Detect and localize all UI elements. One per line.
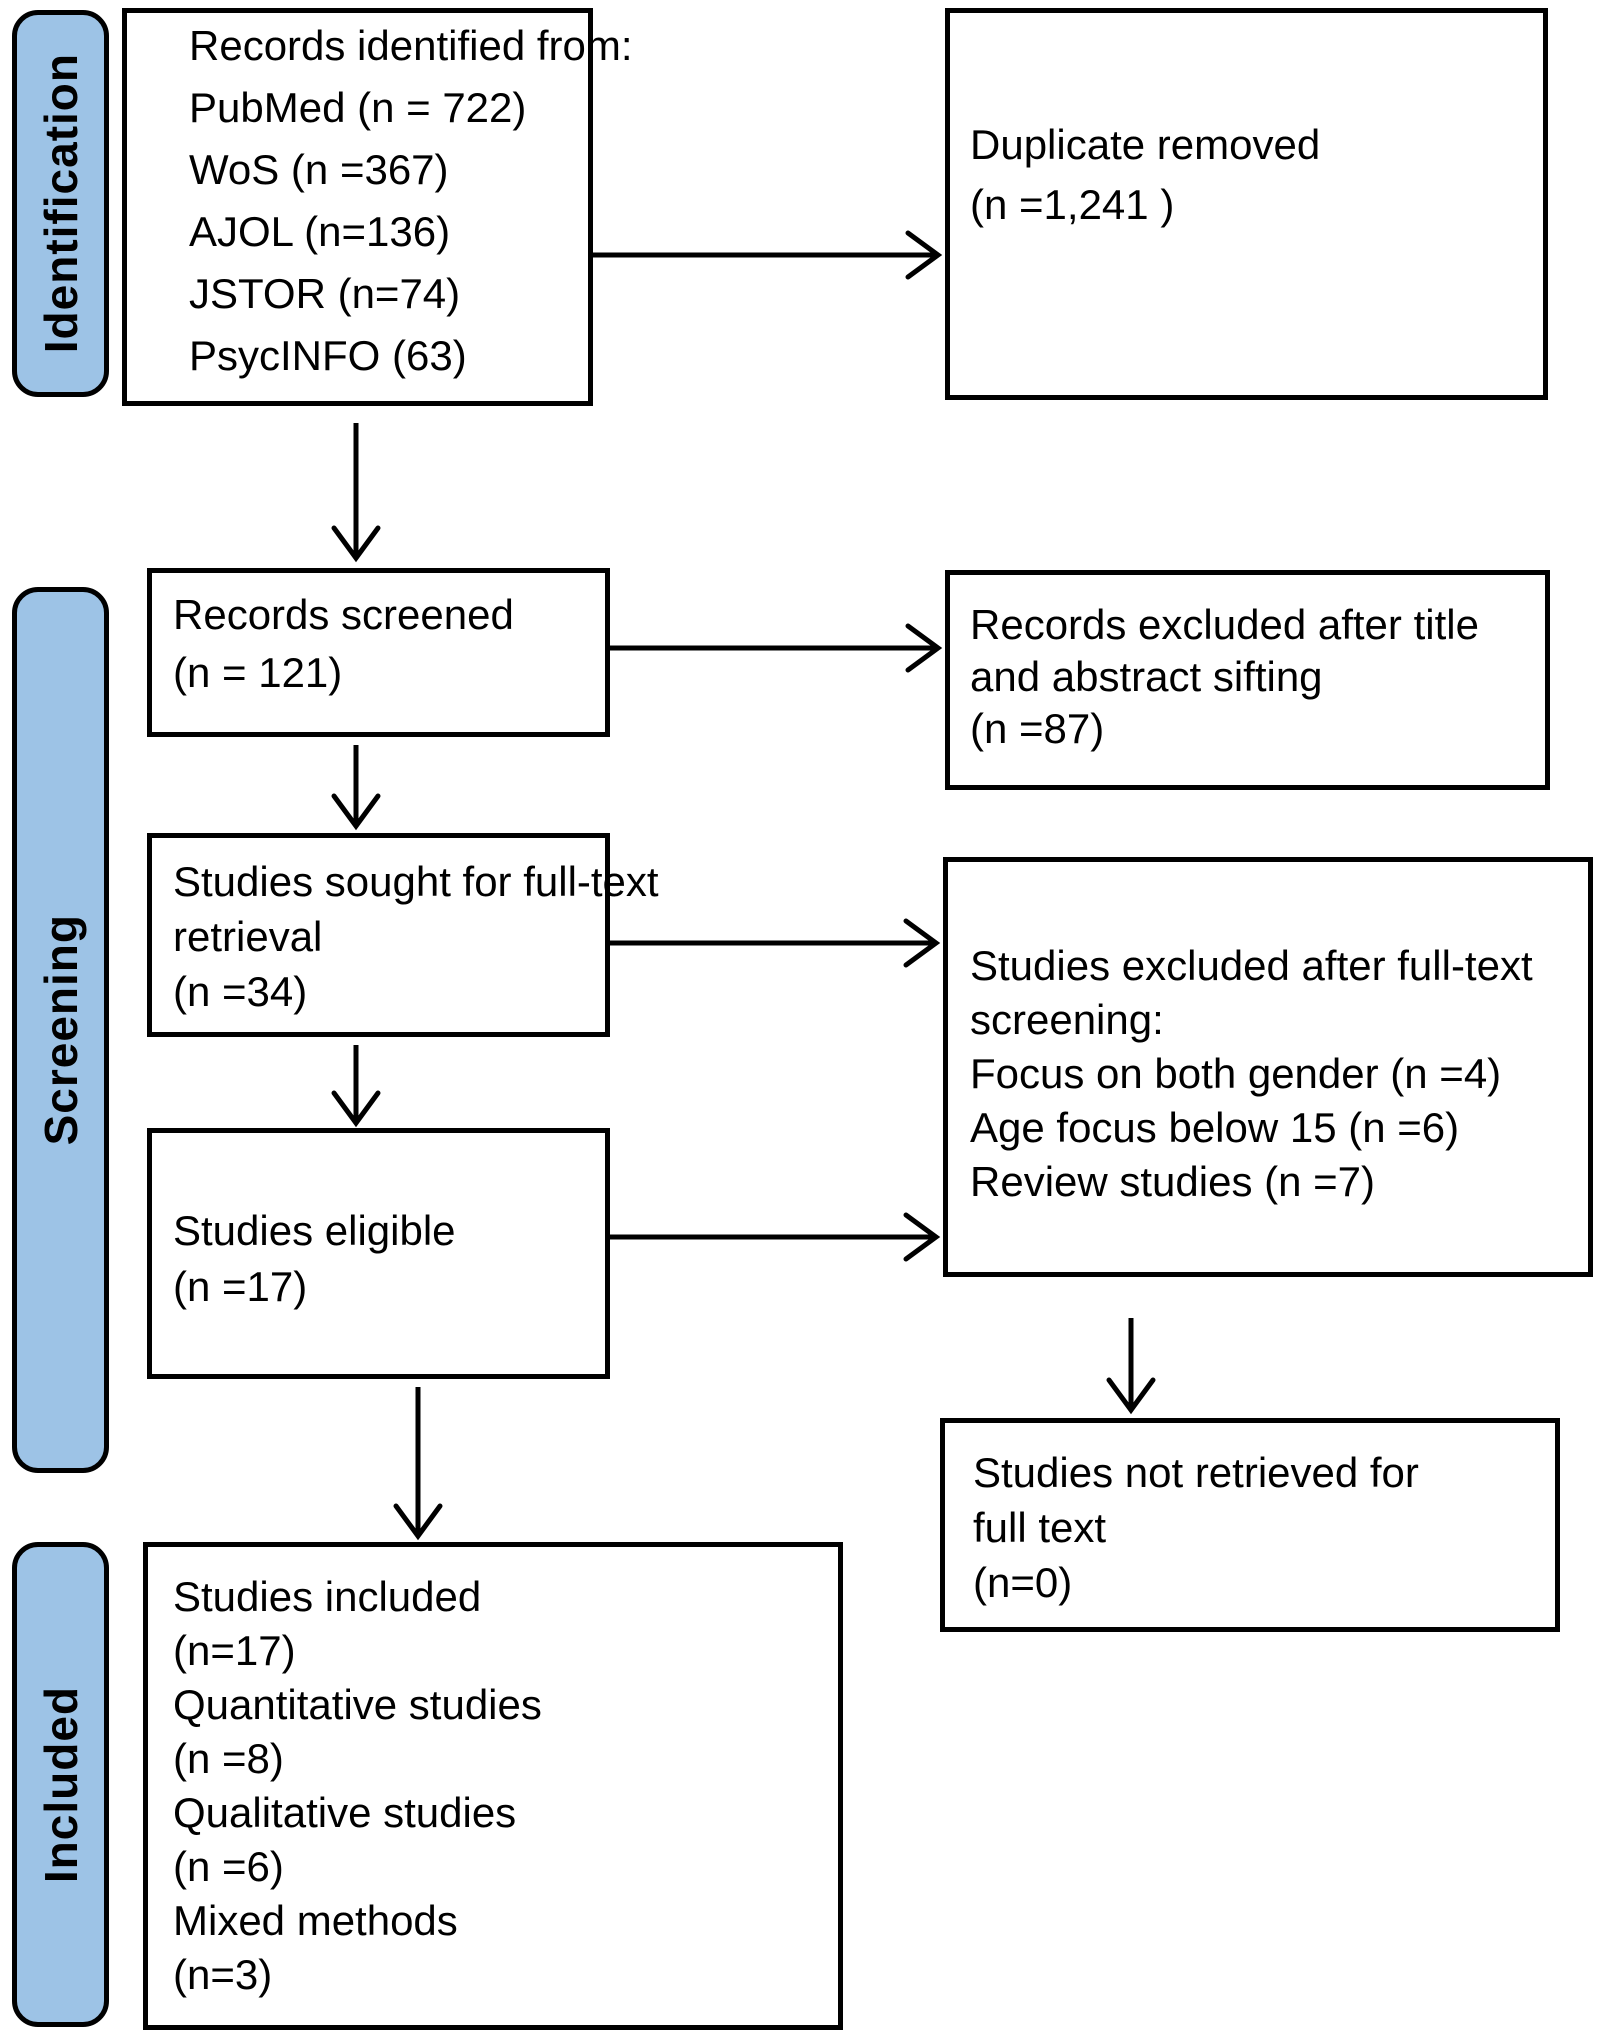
studies-not-retrieved-line: Studies not retrieved for (973, 1449, 1419, 1496)
stage-label-identification-text: Identification (34, 53, 87, 354)
duplicate-removed-line: Duplicate removed (970, 121, 1321, 168)
studies-included-line: Qualitative studies (173, 1789, 517, 1836)
studies-eligible-line: (n =17) (173, 1263, 308, 1310)
box-studies-sought: Studies sought for full-text retrieval (… (147, 833, 659, 1037)
records-identified-line: JSTOR (n=74) (189, 270, 461, 317)
studies-not-retrieved-line: full text (973, 1504, 1107, 1551)
records-excluded-line: and abstract sifting (970, 653, 1323, 700)
records-screened-line: (n = 121) (173, 649, 343, 696)
studies-included-line: (n =6) (173, 1843, 284, 1890)
studies-sought-line: (n =34) (173, 968, 308, 1015)
studies-excluded-line: Age focus below 15 (n =6) (970, 1104, 1460, 1151)
studies-included-line: (n=17) (173, 1627, 296, 1674)
stage-label-screening-text: Screening (34, 914, 87, 1146)
box-studies-not-retrieved: Studies not retrieved for full text (n=0… (940, 1418, 1560, 1632)
box-records-screened: Records screened (n = 121) (147, 568, 610, 737)
stage-label-included-text: Included (34, 1685, 87, 1884)
box-duplicate-removed: Duplicate removed (n =1,241 ) (945, 8, 1548, 400)
studies-included-line: (n =8) (173, 1735, 284, 1782)
stage-label-identification: Identification (12, 10, 109, 397)
stage-label-screening: Screening (12, 587, 109, 1473)
box-studies-excluded-fulltext: Studies excluded after full-text screeni… (943, 857, 1593, 1277)
studies-eligible-line: Studies eligible (173, 1207, 456, 1254)
records-excluded-line: (n =87) (970, 705, 1105, 752)
records-screened-line: Records screened (173, 591, 514, 638)
records-identified-line: WoS (n =367) (189, 146, 449, 193)
studies-included-line: Mixed methods (173, 1897, 458, 1944)
duplicate-removed-line: (n =1,241 ) (970, 181, 1175, 228)
box-records-excluded-title-abstract: Records excluded after title and abstrac… (945, 570, 1550, 790)
studies-excluded-line: Studies excluded after full-text (970, 942, 1533, 989)
records-excluded-line: Records excluded after title (970, 601, 1479, 648)
records-identified-line: PsycINFO (63) (189, 332, 467, 379)
box-studies-eligible: Studies eligible (n =17) (147, 1128, 610, 1379)
studies-included-line: (n=3) (173, 1951, 273, 1998)
studies-excluded-line: Review studies (n =7) (970, 1158, 1376, 1205)
studies-not-retrieved-line: (n=0) (973, 1559, 1073, 1606)
box-studies-included: Studies included (n=17) Quantitative stu… (143, 1542, 843, 2030)
records-identified-line: Records identified from: (189, 22, 633, 69)
records-identified-line: PubMed (n = 722) (189, 84, 527, 131)
stage-label-included: Included (12, 1542, 109, 2027)
studies-sought-line: Studies sought for full-text (173, 858, 659, 905)
studies-included-line: Studies included (173, 1573, 482, 1620)
studies-excluded-line: screening: (970, 996, 1164, 1043)
studies-excluded-line: Focus on both gender (n =4) (970, 1050, 1502, 1097)
box-records-identified: Records identified from: PubMed (n = 722… (122, 8, 633, 406)
records-identified-line: AJOL (n=136) (189, 208, 451, 255)
studies-included-line: Quantitative studies (173, 1681, 542, 1728)
studies-sought-line: retrieval (173, 913, 323, 960)
